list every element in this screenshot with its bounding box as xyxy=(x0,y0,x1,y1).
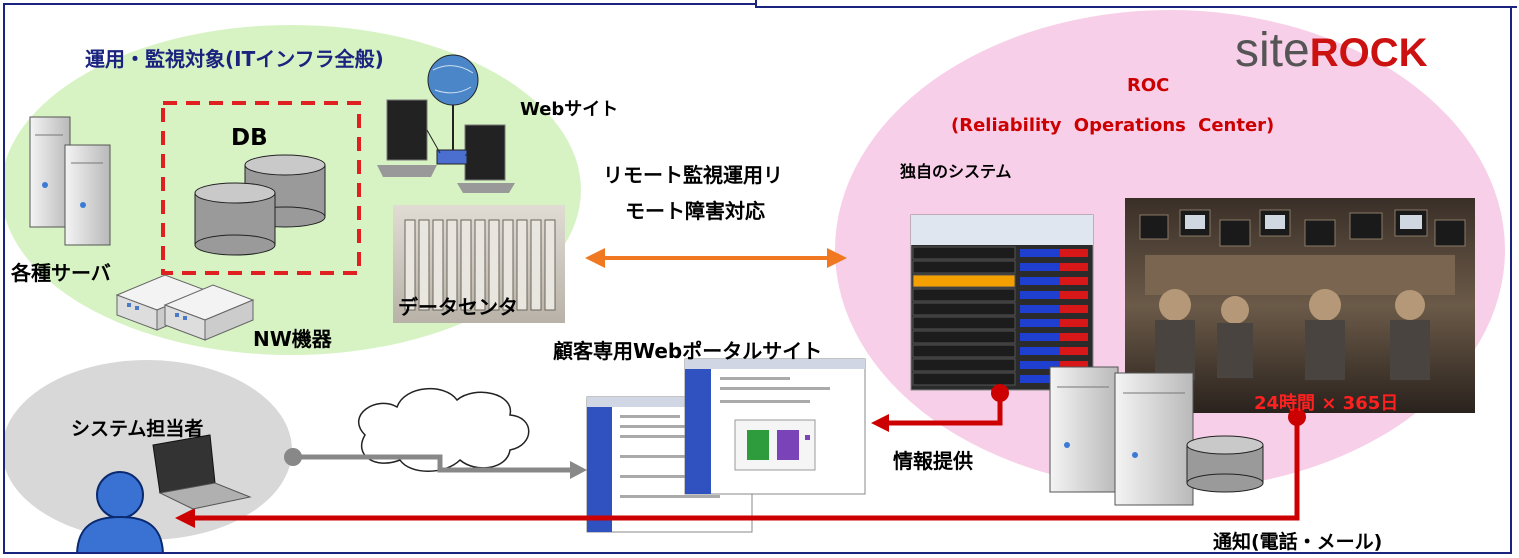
datacenter-photo xyxy=(393,205,565,323)
monitor-alert-bar xyxy=(1060,277,1088,285)
notify-arrow xyxy=(175,408,1306,528)
roc-title: ROC xyxy=(1127,75,1170,96)
monitor-row xyxy=(912,358,1016,372)
website-icon xyxy=(377,54,515,193)
monitor-row xyxy=(912,302,1016,316)
monitor-alert-bar xyxy=(1060,347,1088,355)
header-tab xyxy=(755,0,1517,8)
servers-label: 各種サーバ xyxy=(11,261,111,285)
monitoring-screen xyxy=(910,214,1094,391)
info-label: 情報提供 xyxy=(893,449,973,473)
monitor-alert-bar xyxy=(1060,361,1088,369)
roc-database-icon xyxy=(1186,435,1264,493)
logo: siteROCK xyxy=(1235,27,1427,75)
system-label: 独自のシステム xyxy=(900,162,1012,181)
db-label: DB xyxy=(231,125,268,151)
portal-screenshot xyxy=(586,358,866,533)
monitor-alert-bar xyxy=(1060,305,1088,313)
monitor-alert-bar xyxy=(1060,249,1088,257)
monitor-status-bar xyxy=(1020,249,1088,257)
monitor-status-bar xyxy=(1020,305,1088,313)
monitor-status-bar xyxy=(1020,319,1088,327)
database-icon xyxy=(194,154,326,256)
monitor-alert-bar xyxy=(1060,291,1088,299)
diagram-canvas xyxy=(5,10,1505,552)
logo-site: site xyxy=(1235,24,1310,77)
cloud-icon xyxy=(357,388,530,472)
monitor-alert-bar xyxy=(1060,333,1088,341)
monitor-row xyxy=(912,274,1016,288)
portal-title: 顧客専用Webポータルサイト xyxy=(553,339,823,363)
diagram-frame: 運用・監視対象(ITインフラ全般) 各種サーバ DB Webサイト データセンタ… xyxy=(3,3,1512,554)
monitor-status-bar xyxy=(1020,277,1088,285)
monitor-status-bar xyxy=(1020,291,1088,299)
monitor-status-bar xyxy=(1020,263,1088,271)
db-box xyxy=(161,101,361,275)
monitor-status-bar xyxy=(1020,333,1088,341)
server-icon xyxy=(29,116,111,246)
monitor-row xyxy=(912,330,1016,344)
remote-line1: リモート監視運用リ xyxy=(603,163,783,187)
website-label: Webサイト xyxy=(520,99,619,120)
info-arrow xyxy=(871,384,1009,432)
target-title: 運用・監視対象(ITインフラ全般) xyxy=(85,47,384,71)
network-label: NW機器 xyxy=(253,327,332,351)
user-icon xyxy=(76,471,164,552)
monitor-alert-bar xyxy=(1060,263,1088,271)
monitor-row xyxy=(912,316,1016,330)
user-title: システム担当者 xyxy=(71,418,204,440)
monitor-row xyxy=(912,246,1016,260)
monitor-row xyxy=(912,372,1016,386)
user-ellipse xyxy=(5,360,292,540)
remote-arrow xyxy=(585,248,847,268)
roc-subtitle: (Reliability Operations Center) xyxy=(951,115,1275,136)
monitor-status-bar xyxy=(1020,347,1088,355)
user-portal-connector xyxy=(284,448,587,479)
monitor-status-bar xyxy=(1020,361,1088,369)
monitor-alert-bar xyxy=(1060,319,1088,327)
monitor-row xyxy=(912,288,1016,302)
logo-rock: ROCK xyxy=(1309,31,1428,75)
network-device-icon xyxy=(115,274,255,341)
laptop-icon xyxy=(152,434,252,510)
notify-label: 通知(電話・メール) xyxy=(1213,531,1383,553)
monitor-row xyxy=(912,260,1016,274)
monitor-row xyxy=(912,344,1016,358)
roc-server-icon xyxy=(1049,366,1194,506)
datacenter-label: データセンタ xyxy=(398,295,518,319)
remote-line2: モート障害対応 xyxy=(625,199,765,223)
hours-label: 24時間 × 365日 xyxy=(1254,393,1399,414)
